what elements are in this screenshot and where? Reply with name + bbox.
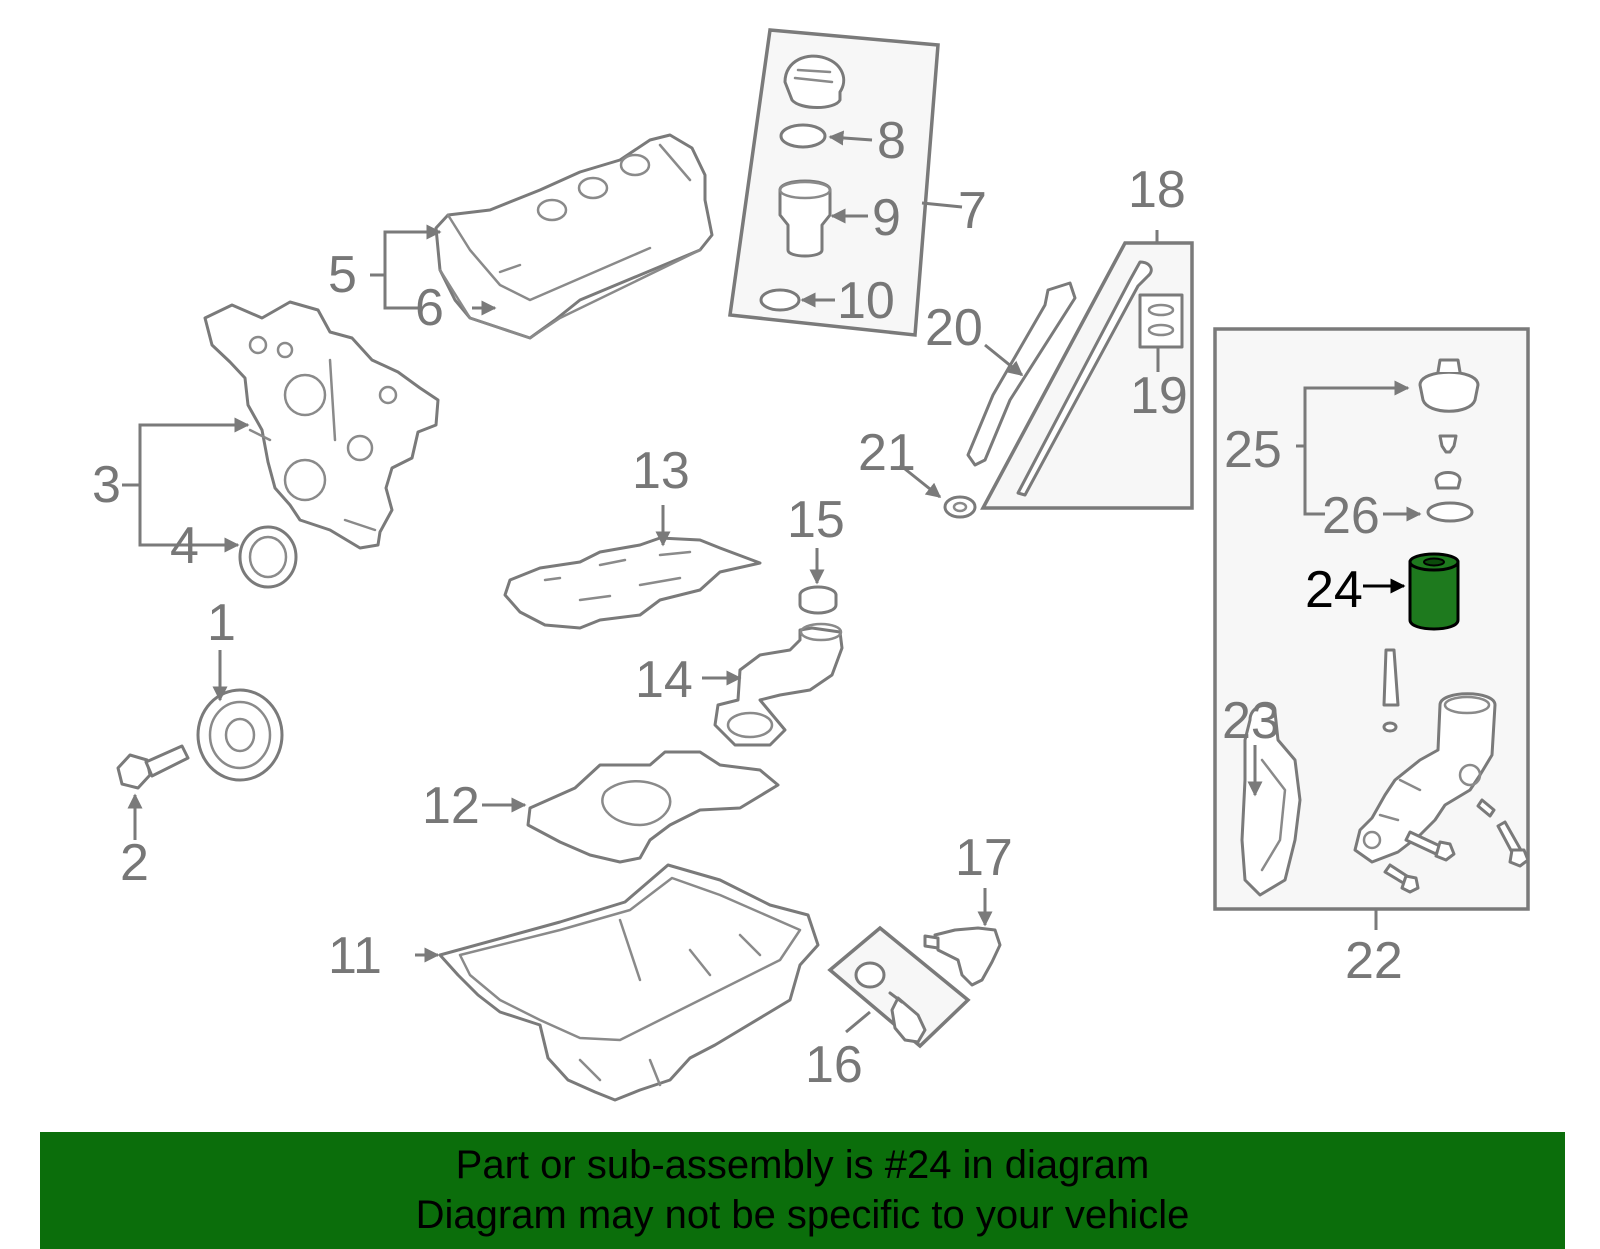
housing-stud-part [1382,648,1400,707]
drain-plug-part [854,961,927,1044]
filler-tube-part [778,179,832,258]
tube-seal-part [943,495,977,519]
callout-17: 17 [955,829,1013,887]
callout-20: 20 [925,299,983,357]
callout-25: 25 [1224,421,1282,479]
oil-pan-part [438,863,820,1102]
pickup-seal-part [798,585,838,615]
callout-9: 9 [872,189,901,247]
banner-line-2: Diagram may not be specific to your vehi… [415,1193,1190,1237]
cap-small-plug-part [1438,434,1458,454]
dipstick-seals-part [1138,293,1184,349]
callout-23: 23 [1222,692,1280,750]
box-drain-plug-group [827,925,971,1049]
callout-11: 11 [328,927,382,985]
timing-cover-part [203,300,440,550]
balancer-bolt-part [116,744,190,790]
callout-3: 3 [92,456,121,514]
oil-filter-cap-part [1418,358,1480,413]
oil-pressure-sensor-part [923,926,1002,987]
callout-2: 2 [120,834,149,892]
oil-filter-housing-part [1353,692,1497,864]
front-seal-part [238,525,298,589]
callout-24: 24 [1305,561,1363,619]
filler-cap-seal-part [779,123,827,149]
callout-19: 19 [1130,367,1188,425]
cap-small-nub-part [1434,471,1462,490]
callout-10: 10 [837,272,895,330]
balancer-part [196,688,284,782]
dipstick-part [1016,260,1153,497]
info-banner: Part or sub-assembly is #24 in diagram D… [40,1132,1565,1249]
leader-lines [122,130,1422,1034]
callout-16: 16 [805,1036,863,1094]
valve-cover-part [434,133,714,340]
callout-5: 5 [328,246,357,304]
callout-22: 22 [1345,932,1403,990]
filter-cap-seal-part [1426,501,1474,523]
callout-14: 14 [635,651,693,709]
oil-pickup-tube-part [713,622,844,747]
callout-26: 26 [1322,487,1380,545]
oil-filter-part-highlighted [1408,552,1460,631]
callout-4: 4 [170,517,199,575]
housing-small-oring-part [1382,721,1398,733]
filler-tube-seal-part [759,288,801,312]
banner-line-1: Part or sub-assembly is #24 in diagram [455,1143,1150,1187]
callout-21: 21 [858,424,916,482]
callout-12: 12 [422,777,480,835]
callout-1: 1 [207,594,236,652]
callout-13: 13 [632,442,690,500]
windage-tray-part [503,536,762,630]
oil-filler-cap-part [783,54,846,109]
callout-6: 6 [415,279,444,337]
callout-18: 18 [1128,161,1186,219]
box-oil-filler-group [728,28,940,337]
housing-bolts-part [1383,798,1530,894]
callout-7: 7 [958,182,987,240]
callout-8: 8 [877,112,906,170]
oil-pan-gasket-part [526,750,780,864]
callout-15: 15 [787,491,845,549]
